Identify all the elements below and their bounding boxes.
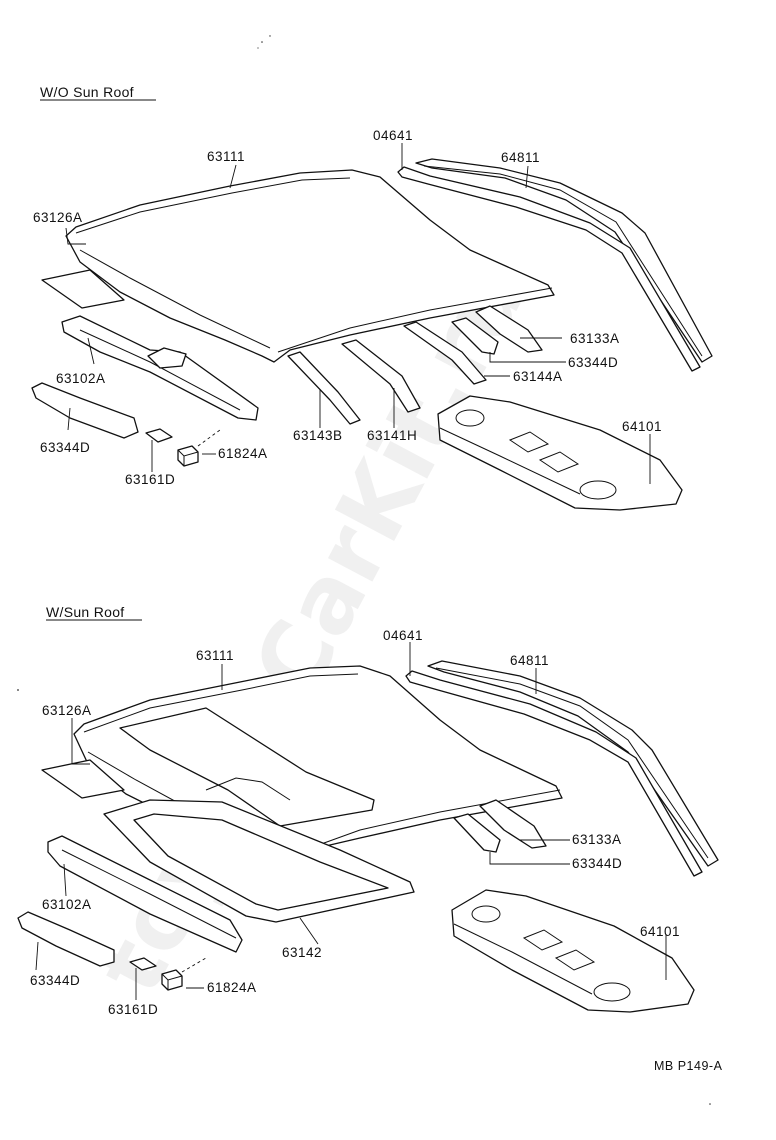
part-number-label: 63133A (572, 832, 622, 847)
weatherstrip-part (397, 166, 701, 372)
roof-bow-center-part (341, 339, 421, 413)
part-number-label: 63344D (30, 973, 80, 988)
reinforcement-bracket-part (451, 317, 499, 355)
roof-bow-side-part (403, 321, 487, 385)
section-title-without-sunroof: W/O Sun Roof (40, 84, 134, 100)
part-number-label: 63133A (570, 331, 620, 346)
roof-reinforcement-part (475, 305, 543, 353)
roof-panel-part (65, 169, 555, 363)
weatherstrip-part (405, 670, 703, 877)
bottom-leader-lines (35, 642, 667, 1000)
part-number-label: 64811 (501, 150, 540, 165)
header-bracket-part (17, 911, 115, 967)
top-leader-lines (65, 143, 651, 484)
clip-part (161, 969, 183, 991)
part-number-label: 64101 (622, 419, 662, 434)
part-number-label: 63126A (42, 703, 92, 718)
reinforcement-bracket-part (453, 813, 501, 853)
part-number-label: 04641 (383, 628, 423, 643)
part-number-label: 63344D (40, 440, 90, 455)
clip-dashed-leader (181, 957, 207, 973)
part-number-label: 63344D (568, 355, 618, 370)
section-title-with-sunroof: W/Sun Roof (46, 604, 124, 620)
part-number-label: 64101 (640, 924, 680, 939)
roof-pad-part (41, 269, 125, 309)
package-tray-panel-part (437, 395, 683, 511)
part-number-label: 63143B (293, 428, 343, 443)
part-number-label: 61824A (207, 980, 257, 995)
roof-reinforcement-part (479, 799, 547, 849)
part-number-label: 63144A (513, 369, 563, 384)
part-number-label: 63344D (572, 856, 622, 871)
part-number-label: 64811 (510, 653, 549, 668)
part-number-label: 63102A (42, 897, 92, 912)
diagram-code: MB P149-A (654, 1059, 723, 1073)
part-number-label: 04641 (373, 128, 413, 143)
front-header-panel-part (61, 315, 259, 421)
part-number-label: 61824A (218, 446, 268, 461)
sunroof-housing-frame-part (103, 799, 415, 923)
clip-dashed-leader (197, 429, 221, 447)
clip-part (177, 445, 199, 467)
part-number-label: 63126A (33, 210, 83, 225)
part-number-label: 63161D (125, 472, 175, 487)
package-tray-panel-part (451, 889, 695, 1013)
part-number-label: 63111 (196, 648, 234, 663)
small-pad-part (129, 957, 157, 971)
back-window-glass-part (415, 158, 713, 363)
part-number-label: 63102A (56, 371, 106, 386)
part-number-label: 63161D (108, 1002, 158, 1017)
small-pad-part (145, 428, 173, 443)
part-number-label: 63141H (367, 428, 417, 443)
part-number-label: 63142 (282, 945, 322, 960)
header-bracket-part (31, 382, 139, 439)
roof-bow-rear-part (287, 351, 361, 425)
back-window-glass-part (427, 660, 719, 867)
roof-pad-part (41, 759, 125, 799)
part-number-label: 63111 (207, 149, 245, 164)
front-header-panel-part (47, 835, 243, 953)
sunroof-opening (119, 707, 375, 827)
